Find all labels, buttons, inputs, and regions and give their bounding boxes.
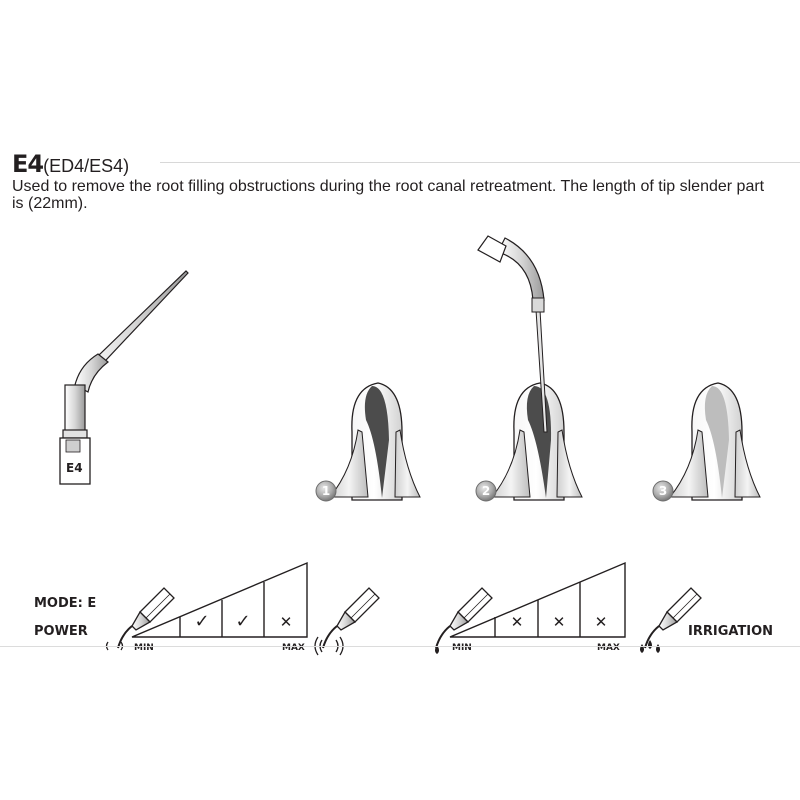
irrigation-min-label: MIN	[452, 643, 472, 653]
irrigation-mark-4: ✕	[594, 613, 608, 631]
irrigation-label: IRRIGATION	[688, 624, 774, 639]
mode-label: MODE: E	[34, 596, 97, 611]
power-scale	[131, 561, 308, 638]
model-description: Used to remove the root filling obstruct…	[12, 178, 765, 212]
tooth-step-3	[668, 382, 761, 501]
irrigation-mark-3: ✕	[552, 613, 566, 631]
model-title: E4(ED4/ES4)	[12, 150, 129, 178]
irrigation-max-label: MAX	[597, 643, 620, 653]
step-number-1: 1	[321, 484, 331, 498]
step-badge-2	[475, 480, 497, 502]
power-label: POWER	[34, 624, 88, 639]
power-mark-2: ✓	[194, 611, 210, 632]
power-min-label: MIN	[134, 643, 154, 653]
model-code: E4	[12, 150, 44, 178]
step-badge-1	[315, 480, 337, 502]
settings-divider	[0, 646, 800, 647]
header-divider	[160, 162, 800, 163]
tooth-step-2	[477, 235, 583, 501]
scaler-tip-icon	[59, 270, 189, 485]
model-alternates: (ED4/ES4)	[43, 156, 130, 176]
irrigation-mark-2: ✕	[510, 613, 524, 631]
irrigation-scale	[449, 561, 626, 638]
step-number-2: 2	[481, 484, 491, 498]
tip-label: E4	[66, 461, 83, 475]
step-badge-3	[652, 480, 674, 502]
step-number-3: 3	[658, 484, 668, 498]
power-mark-3: ✓	[235, 611, 251, 632]
power-max-label: MAX	[282, 643, 305, 653]
power-mark-4: ✕	[279, 613, 293, 631]
tooth-step-1	[328, 382, 421, 501]
